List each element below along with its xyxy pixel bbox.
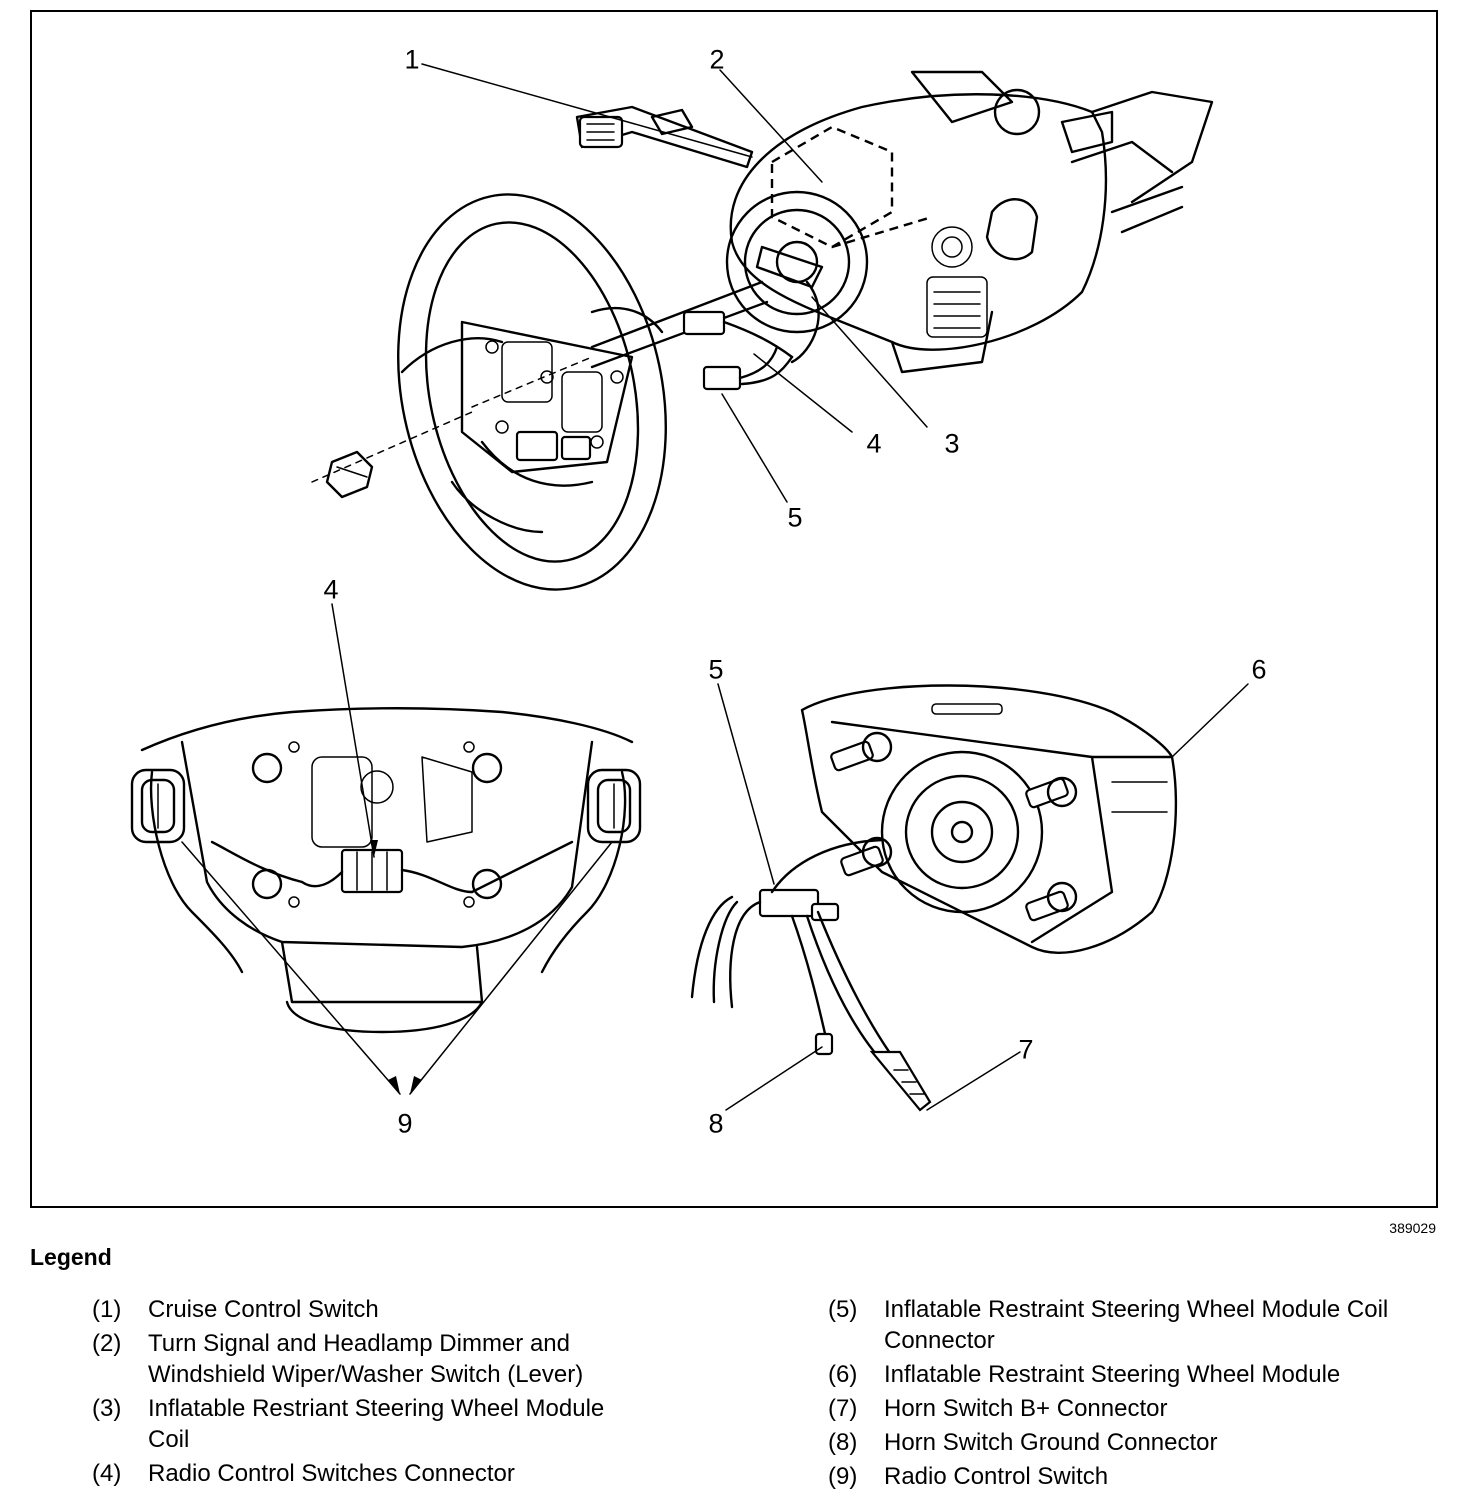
legend-item-number: (3) (92, 1395, 122, 1422)
legend-item-number: (1) (92, 1296, 122, 1323)
radio-control-switch-left (130, 768, 186, 844)
steering-wheel (397, 193, 667, 591)
legend-item-number: (6) (828, 1361, 858, 1388)
legend-item-text: Horn Switch Ground Connector (884, 1429, 1218, 1456)
legend-item: (4) Radio Control Switches Connector (92, 1458, 732, 1489)
module-wiring (690, 838, 932, 1112)
legend-item-number: (4) (92, 1460, 122, 1487)
legend-item: (8) Horn Switch Ground Connector (828, 1427, 1468, 1458)
figure-id: 389029 (1389, 1220, 1436, 1236)
legend-item-number: (7) (828, 1395, 858, 1422)
legend-item-number: (2) (92, 1330, 122, 1357)
legend-item: (3) Inflatable Restriant Steering Wheel … (92, 1393, 732, 1455)
legend-item: (2) Turn Signal and Headlamp Dimmer and … (92, 1328, 732, 1390)
legend-item-number: (5) (828, 1296, 858, 1323)
legend-title: Legend (30, 1244, 112, 1270)
callout-3: 3 (944, 428, 960, 459)
legend-item-number: (8) (828, 1429, 858, 1456)
legend-column-left: (1) Cruise Control Switch (2) Turn Signa… (92, 1294, 732, 1492)
callout-4-radio: 4 (323, 574, 339, 605)
radio-control-switch-right (586, 768, 642, 844)
diagram-frame: 1 2 3 4 5 4 5 6 7 8 9 (30, 10, 1438, 1208)
diagram-illustration (130, 63, 1249, 1112)
callout-9: 9 (397, 1108, 413, 1139)
legend-item-text: Turn Signal and Headlamp Dimmer and Wind… (148, 1330, 584, 1388)
radio-switches-connector (210, 840, 574, 894)
callout-4-top: 4 (866, 428, 882, 459)
wheel-back-plate (460, 320, 634, 474)
legend-item: (5) Inflatable Restraint Steering Wheel … (828, 1294, 1468, 1356)
legend-item: (7) Horn Switch B+ Connector (828, 1393, 1468, 1424)
callout-1: 1 (404, 44, 420, 75)
callout-5-top: 5 (787, 502, 803, 533)
wiring-connectors-top (682, 310, 794, 391)
turn-signal-switch-dashed (770, 125, 933, 249)
legend-item-number: (9) (828, 1463, 858, 1490)
legend-item-text: Radio Control Switch (884, 1463, 1109, 1490)
legend-item-text: Cruise Control Switch (148, 1296, 379, 1323)
legend-item: (6) Inflatable Restraint Steering Wheel … (828, 1359, 1468, 1390)
legend-item-text: Inflatable Restriant Steering Wheel Modu… (148, 1395, 605, 1453)
wheel-module-coil (725, 190, 869, 364)
legend-item-text: Inflatable Restraint Steering Wheel Modu… (884, 1296, 1389, 1354)
callout-5-module: 5 (708, 654, 724, 685)
legend-item: (1) Cruise Control Switch (92, 1294, 732, 1325)
legend-column-right: (5) Inflatable Restraint Steering Wheel … (828, 1294, 1468, 1495)
legend-item-text: Radio Control Switches Connector (148, 1460, 515, 1487)
module-bolts (830, 731, 1078, 922)
callout-8: 8 (708, 1108, 724, 1139)
legend-item-text: Inflatable Restraint Steering Wheel Modu… (884, 1361, 1341, 1388)
callout-7: 7 (1018, 1034, 1034, 1065)
airbag-module (800, 684, 1178, 954)
legend-item: (9) Radio Control Switch (828, 1461, 1468, 1492)
steering-column-housing (729, 70, 1214, 374)
callout-6: 6 (1251, 654, 1267, 685)
callout-2: 2 (709, 44, 725, 75)
steering-wheel-nut (325, 450, 374, 499)
legend-item-text: Horn Switch B+ Connector (884, 1395, 1168, 1422)
steering-shaft (311, 280, 769, 483)
cruise-control-lever (575, 105, 754, 169)
